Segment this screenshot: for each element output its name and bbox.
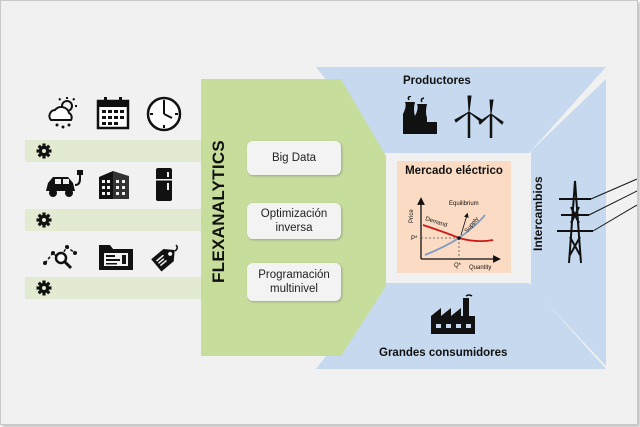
input-bar-2: [25, 209, 201, 231]
module-label: Programación multinivel: [258, 269, 330, 295]
module-label: Big Data: [271, 152, 317, 164]
consumers-label: Grandes consumidores: [379, 347, 508, 359]
gear-icon[interactable]: [36, 143, 52, 159]
power-plant-icon: [403, 96, 437, 134]
transmission-tower-icon: [557, 178, 637, 264]
quantity-star-label: Q*: [454, 263, 462, 269]
gear-icon[interactable]: [36, 280, 52, 296]
module-big-data[interactable]: Big Data: [247, 141, 341, 175]
market-title: Mercado eléctrico: [405, 165, 503, 177]
factory-icon: [431, 294, 475, 334]
supply-label: Supply: [464, 216, 480, 234]
supply-demand-chart: Equilibrium Demand Supply Price Quantity…: [409, 197, 501, 271]
weather-icon: [48, 97, 77, 129]
refrigerator-icon: [156, 168, 172, 201]
electricity-market-box: Mercado eléctrico: [397, 161, 511, 273]
x-axis-label: Quantity: [469, 265, 491, 271]
electric-car-icon: [46, 170, 83, 197]
building-icon: [99, 171, 129, 199]
price-tag-icon: [151, 244, 179, 272]
analytics-icon: [43, 245, 77, 270]
calendar-icon: [96, 97, 130, 130]
module-label: Optimización inversa: [260, 208, 328, 234]
producers-panel: [316, 67, 606, 153]
exchanges-panel: [531, 79, 606, 366]
input-bar-3: [25, 277, 201, 299]
wind-turbine-icon: [454, 95, 504, 138]
module-inverse-optimization[interactable]: Optimización inversa: [247, 203, 341, 239]
brand-title: FLEXANALYTICS: [209, 139, 228, 283]
module-multilevel-programming[interactable]: Programación multinivel: [247, 263, 341, 301]
gear-icon[interactable]: [36, 212, 52, 228]
clock-icon: [146, 96, 182, 132]
exchanges-label: Intercambios: [531, 176, 545, 251]
input-bar-1: [25, 140, 201, 162]
equilibrium-label: Equilibrium: [449, 201, 479, 207]
folder-icon: [99, 245, 133, 270]
price-star-label: P*: [411, 236, 418, 242]
y-axis-label: Price: [409, 209, 415, 223]
producers-label: Productores: [403, 75, 471, 87]
